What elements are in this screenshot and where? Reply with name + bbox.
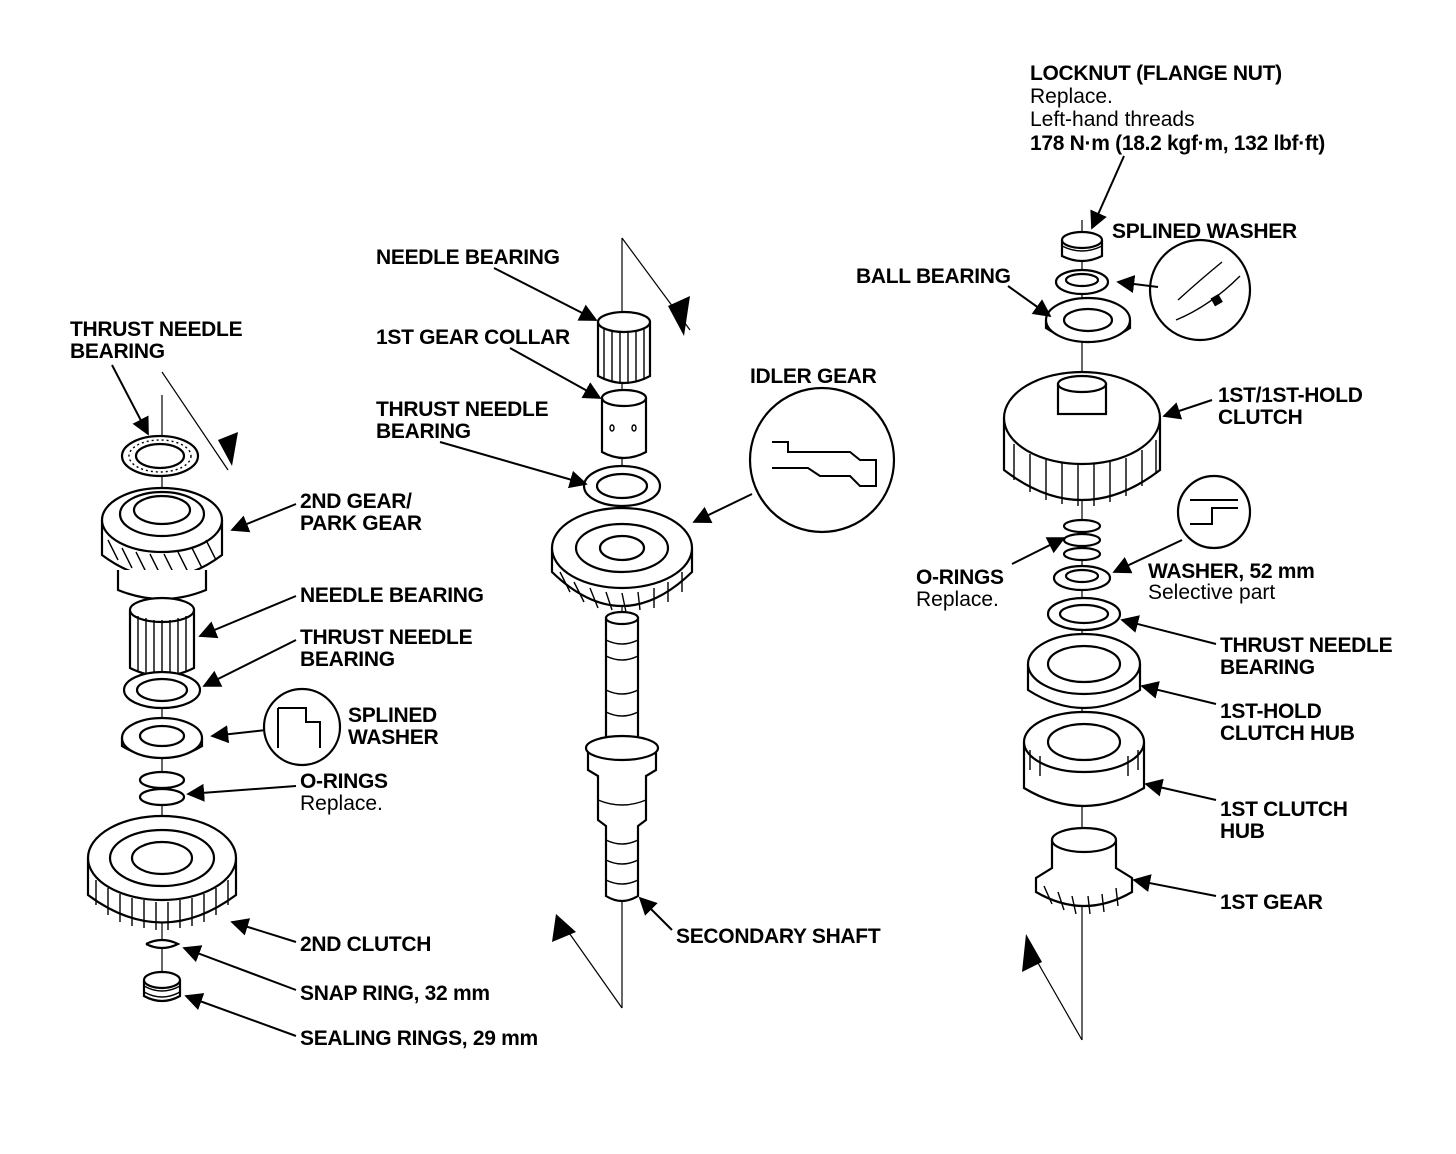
- svg-text:THRUST NEEDLE: THRUST NEEDLE: [70, 318, 243, 341]
- label-first-hold-clutch-1: 1ST/1ST-HOLD: [1218, 384, 1363, 407]
- svg-text:WASHER: WASHER: [348, 726, 439, 749]
- splined-washer-detail-callout: [262, 687, 342, 767]
- splined-washer-left-part: [120, 716, 204, 760]
- label-first-clutch-hub-2: HUB: [1220, 820, 1265, 843]
- label-locknut-torque: 178 N·m (18.2 kgf·m, 132 lbf·ft): [1030, 132, 1325, 155]
- label-first-hold-clutch-hub-1: 1ST-HOLD: [1220, 700, 1322, 723]
- label-locknut: LOCKNUT (FLANGE NUT): [1030, 62, 1282, 85]
- left-assembly: THRUST NEEDLE BEARING 2ND GEAR/ PARK GEA…: [70, 318, 538, 1050]
- label-washer-52mm: WASHER, 52 mm: [1148, 560, 1314, 583]
- label-idler-gear: IDLER GEAR: [750, 365, 877, 388]
- svg-text:Left-hand threads: Left-hand threads: [1030, 108, 1195, 131]
- label-splined-washer-left-1: SPLINED: [348, 704, 437, 727]
- svg-text:BEARING: BEARING: [70, 340, 165, 363]
- label-locknut-note-2: Left-hand threads: [1030, 108, 1195, 131]
- ball-bearing-part: [1044, 296, 1132, 344]
- label-o-rings-right-note: Replace.: [916, 588, 999, 611]
- label-thrust-needle-bearing-mid-1: THRUST NEEDLE: [300, 626, 473, 649]
- thrust-needle-bearing-mid-part: [122, 670, 202, 710]
- label-o-rings-left-note: Replace.: [300, 792, 383, 815]
- label-second-gear-park-gear-1: 2ND GEAR/: [300, 490, 412, 513]
- first-clutch-hub-part: [1022, 710, 1146, 808]
- o-rings-right-part: [1062, 518, 1102, 562]
- label-o-rings-left: O-RINGS: [300, 770, 388, 793]
- second-gear-park-gear-part: [100, 486, 224, 601]
- label-needle-bearing-left: NEEDLE BEARING: [300, 584, 484, 607]
- label-thrust-needle-bearing-right-1: THRUST NEEDLE: [1220, 634, 1393, 657]
- label-secondary-shaft: SECONDARY SHAFT: [676, 925, 881, 948]
- svg-text:BEARING: BEARING: [376, 420, 471, 443]
- center-assembly: NEEDLE BEARING 1ST GEAR COLLAR THRUST NE…: [376, 237, 896, 1009]
- first-gear-collar-part: [600, 388, 648, 460]
- label-thrust-needle-bearing-center-2: BEARING: [376, 420, 471, 443]
- svg-text:THRUST NEEDLE: THRUST NEEDLE: [300, 626, 473, 649]
- label-sealing-rings: SEALING RINGS, 29 mm: [300, 1027, 538, 1050]
- first-hold-clutch-part: [1002, 370, 1162, 506]
- locknut-part: [1060, 230, 1104, 263]
- svg-text:1ST/1ST-HOLD: 1ST/1ST-HOLD: [1218, 384, 1363, 407]
- svg-text:Replace.: Replace.: [1030, 85, 1113, 108]
- label-second-gear-park-gear-2: PARK GEAR: [300, 512, 422, 535]
- svg-text:CLUTCH: CLUTCH: [1218, 406, 1303, 429]
- label-second-clutch: 2ND CLUTCH: [300, 933, 431, 956]
- label-needle-bearing-center: NEEDLE BEARING: [376, 246, 560, 269]
- label-thrust-needle-bearing-top-1: THRUST NEEDLE: [70, 318, 243, 341]
- washer-detail-callout: [1176, 474, 1252, 550]
- svg-text:BEARING: BEARING: [1220, 656, 1315, 679]
- right-assembly: LOCKNUT (FLANGE NUT) Replace. Left-hand …: [856, 62, 1393, 1041]
- svg-text:BEARING: BEARING: [300, 648, 395, 671]
- thrust-needle-bearing-center-part: [582, 464, 662, 508]
- svg-text:SPLINED: SPLINED: [348, 704, 437, 727]
- label-thrust-needle-bearing-center-1: THRUST NEEDLE: [376, 398, 549, 421]
- svg-text:HUB: HUB: [1220, 820, 1265, 843]
- svg-text:CLUTCH HUB: CLUTCH HUB: [1220, 722, 1355, 745]
- second-clutch-part: [86, 814, 238, 930]
- idler-gear-part: [550, 506, 694, 613]
- label-first-gear: 1ST GEAR: [1220, 891, 1323, 914]
- label-o-rings-right: O-RINGS: [916, 566, 1004, 589]
- first-hold-clutch-hub-part: [1026, 632, 1142, 710]
- label-first-hold-clutch-hub-2: CLUTCH HUB: [1220, 722, 1355, 745]
- svg-text:2ND GEAR/: 2ND GEAR/: [300, 490, 412, 513]
- svg-text:PARK GEAR: PARK GEAR: [300, 512, 422, 535]
- needle-bearing-left-part: [128, 596, 196, 678]
- label-first-gear-collar: 1ST GEAR COLLAR: [376, 326, 570, 349]
- label-locknut-note-1: Replace.: [1030, 85, 1113, 108]
- svg-text:1ST CLUTCH: 1ST CLUTCH: [1220, 798, 1348, 821]
- svg-text:1ST-HOLD: 1ST-HOLD: [1220, 700, 1322, 723]
- label-washer-note: Selective part: [1148, 581, 1275, 604]
- svg-text:THRUST NEEDLE: THRUST NEEDLE: [376, 398, 549, 421]
- o-rings-left-part: [138, 770, 186, 807]
- splined-washer-right-part: [1054, 268, 1110, 296]
- label-ball-bearing: BALL BEARING: [856, 265, 1011, 288]
- label-splined-washer-right: SPLINED WASHER: [1112, 220, 1297, 243]
- label-thrust-needle-bearing-top-2: BEARING: [70, 340, 165, 363]
- thrust-needle-bearing-top-part: [120, 434, 200, 478]
- label-thrust-needle-bearing-mid-2: BEARING: [300, 648, 395, 671]
- needle-bearing-center-part: [596, 310, 652, 385]
- snap-ring-part: [145, 938, 181, 950]
- secondary-shaft-part: [584, 610, 660, 903]
- label-snap-ring: SNAP RING, 32 mm: [300, 982, 490, 1005]
- first-gear-part: [1034, 826, 1134, 915]
- idler-gear-detail-callout: [748, 386, 896, 534]
- label-splined-washer-left-2: WASHER: [348, 726, 439, 749]
- washer-52mm-part: [1052, 564, 1112, 592]
- svg-text:THRUST NEEDLE: THRUST NEEDLE: [1220, 634, 1393, 657]
- thrust-needle-bearing-right-part: [1046, 596, 1122, 632]
- sealing-rings-part: [142, 970, 182, 1003]
- splined-washer-right-detail-callout: [1148, 238, 1252, 342]
- label-first-clutch-hub-1: 1ST CLUTCH: [1220, 798, 1348, 821]
- label-first-hold-clutch-2: CLUTCH: [1218, 406, 1303, 429]
- label-thrust-needle-bearing-right-2: BEARING: [1220, 656, 1315, 679]
